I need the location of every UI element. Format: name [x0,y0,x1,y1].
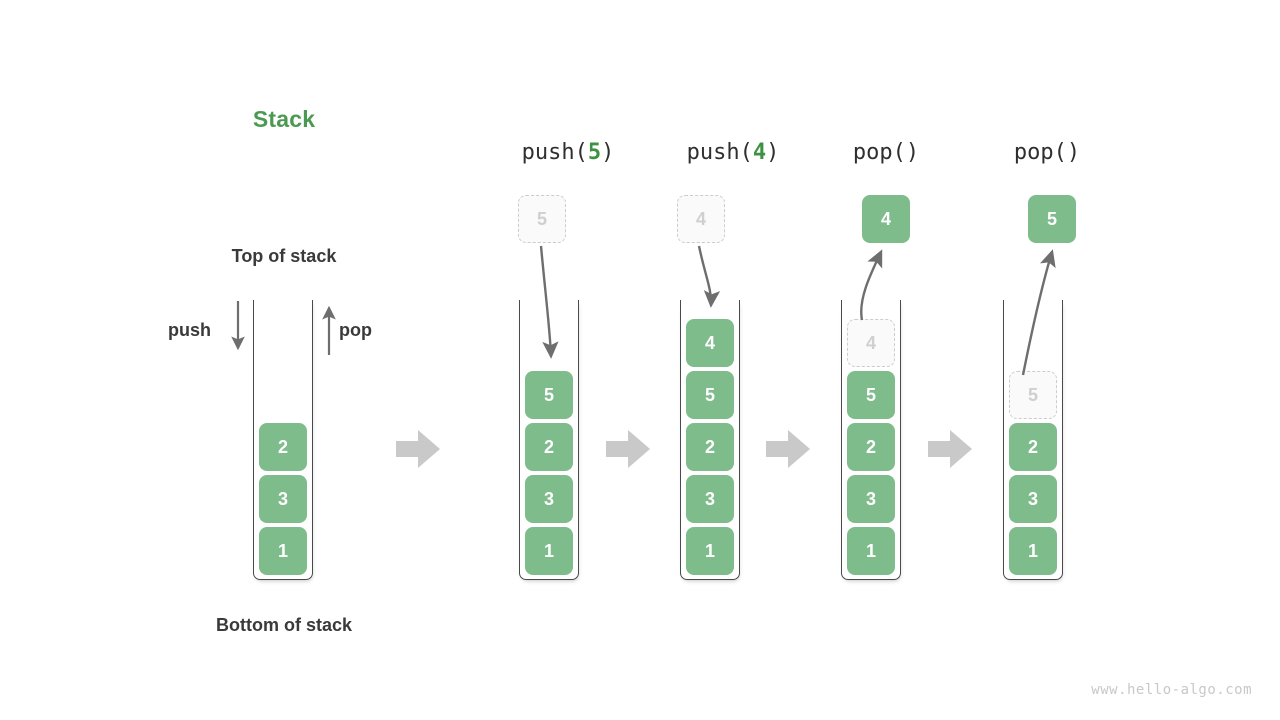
caption-suffix: ) [905,140,920,165]
label-push: push [168,320,211,340]
stack-cell: 2 [1009,423,1057,471]
stack-container-pop-2: 5 2 3 1 [1003,300,1065,582]
popped-element: 5 [1028,195,1076,243]
caption-prefix: pop( [1013,140,1067,165]
block-arrow-right-icon [396,441,420,457]
block-arrow-right-icon [766,441,790,457]
separator-arrow-3 [766,430,814,468]
vacated-slot-ghost: 4 [847,319,895,367]
stack-container-pop-1: 4 5 2 3 1 [841,300,903,582]
operation-caption-pop-2: pop() [957,140,1137,165]
block-arrow-right-head [628,430,650,468]
separator-arrow-2 [606,430,654,468]
popped-element: 4 [862,195,910,243]
label-pop: pop [339,320,372,340]
caption-suffix: ) [601,140,615,165]
incoming-element-ghost: 5 [518,195,566,243]
stack-cell: 3 [847,475,895,523]
stack-cell: 1 [686,527,734,575]
stack-cell: 3 [525,475,573,523]
operation-caption-push-5: push(5) [478,140,658,165]
stack-cell: 1 [259,527,307,575]
curved-arrow-down-icon [697,245,721,308]
vacated-slot-ghost: 5 [1009,371,1057,419]
stack-cell: 3 [1009,475,1057,523]
block-arrow-right-head [418,430,440,468]
caption-argument: 5 [587,140,602,165]
stack-cell: 3 [686,475,734,523]
stack-cell: 4 [686,319,734,367]
stack-cell: 1 [1009,527,1057,575]
caption-argument: 4 [752,140,767,165]
operation-caption-pop-1: pop() [796,140,976,165]
stack-container-initial: 2 3 1 [253,300,315,582]
incoming-element-ghost: 4 [677,195,725,243]
stack-cell: 2 [847,423,895,471]
stack-outline [519,300,579,580]
stack-cell: 1 [525,527,573,575]
label-bottom-of-stack: Bottom of stack [215,615,352,635]
stack-container-push-5: 5 2 3 1 [519,300,581,582]
block-arrow-right-icon [606,441,630,457]
caption-suffix: ) [1066,140,1081,165]
block-arrow-right-head [950,430,972,468]
block-arrow-right-head [788,430,810,468]
caption-suffix: ) [766,140,780,165]
stack-outline [253,300,313,580]
stack-cell: 2 [686,423,734,471]
stack-cell: 5 [847,371,895,419]
stack-cell: 2 [259,423,307,471]
operation-caption-push-4: push(4) [643,140,823,165]
stack-cell: 1 [847,527,895,575]
block-arrow-right-icon [928,441,952,457]
caption-prefix: pop( [852,140,906,165]
stack-cell: 2 [525,423,573,471]
diagram-title: Stack [252,106,316,132]
caption-prefix: push( [686,140,753,165]
stack-outline [841,300,901,580]
stack-cell: 3 [259,475,307,523]
watermark: www.hello-algo.com [1091,682,1252,698]
stack-outline [680,300,740,580]
stack-outline [1003,300,1063,580]
stack-container-push-4: 4 5 2 3 1 [680,300,742,582]
stack-cell: 5 [686,371,734,419]
separator-arrow-1 [396,430,444,468]
stack-cell: 5 [525,371,573,419]
label-top-of-stack: Top of stack [231,246,337,266]
caption-prefix: push( [521,140,588,165]
separator-arrow-4 [928,430,976,468]
